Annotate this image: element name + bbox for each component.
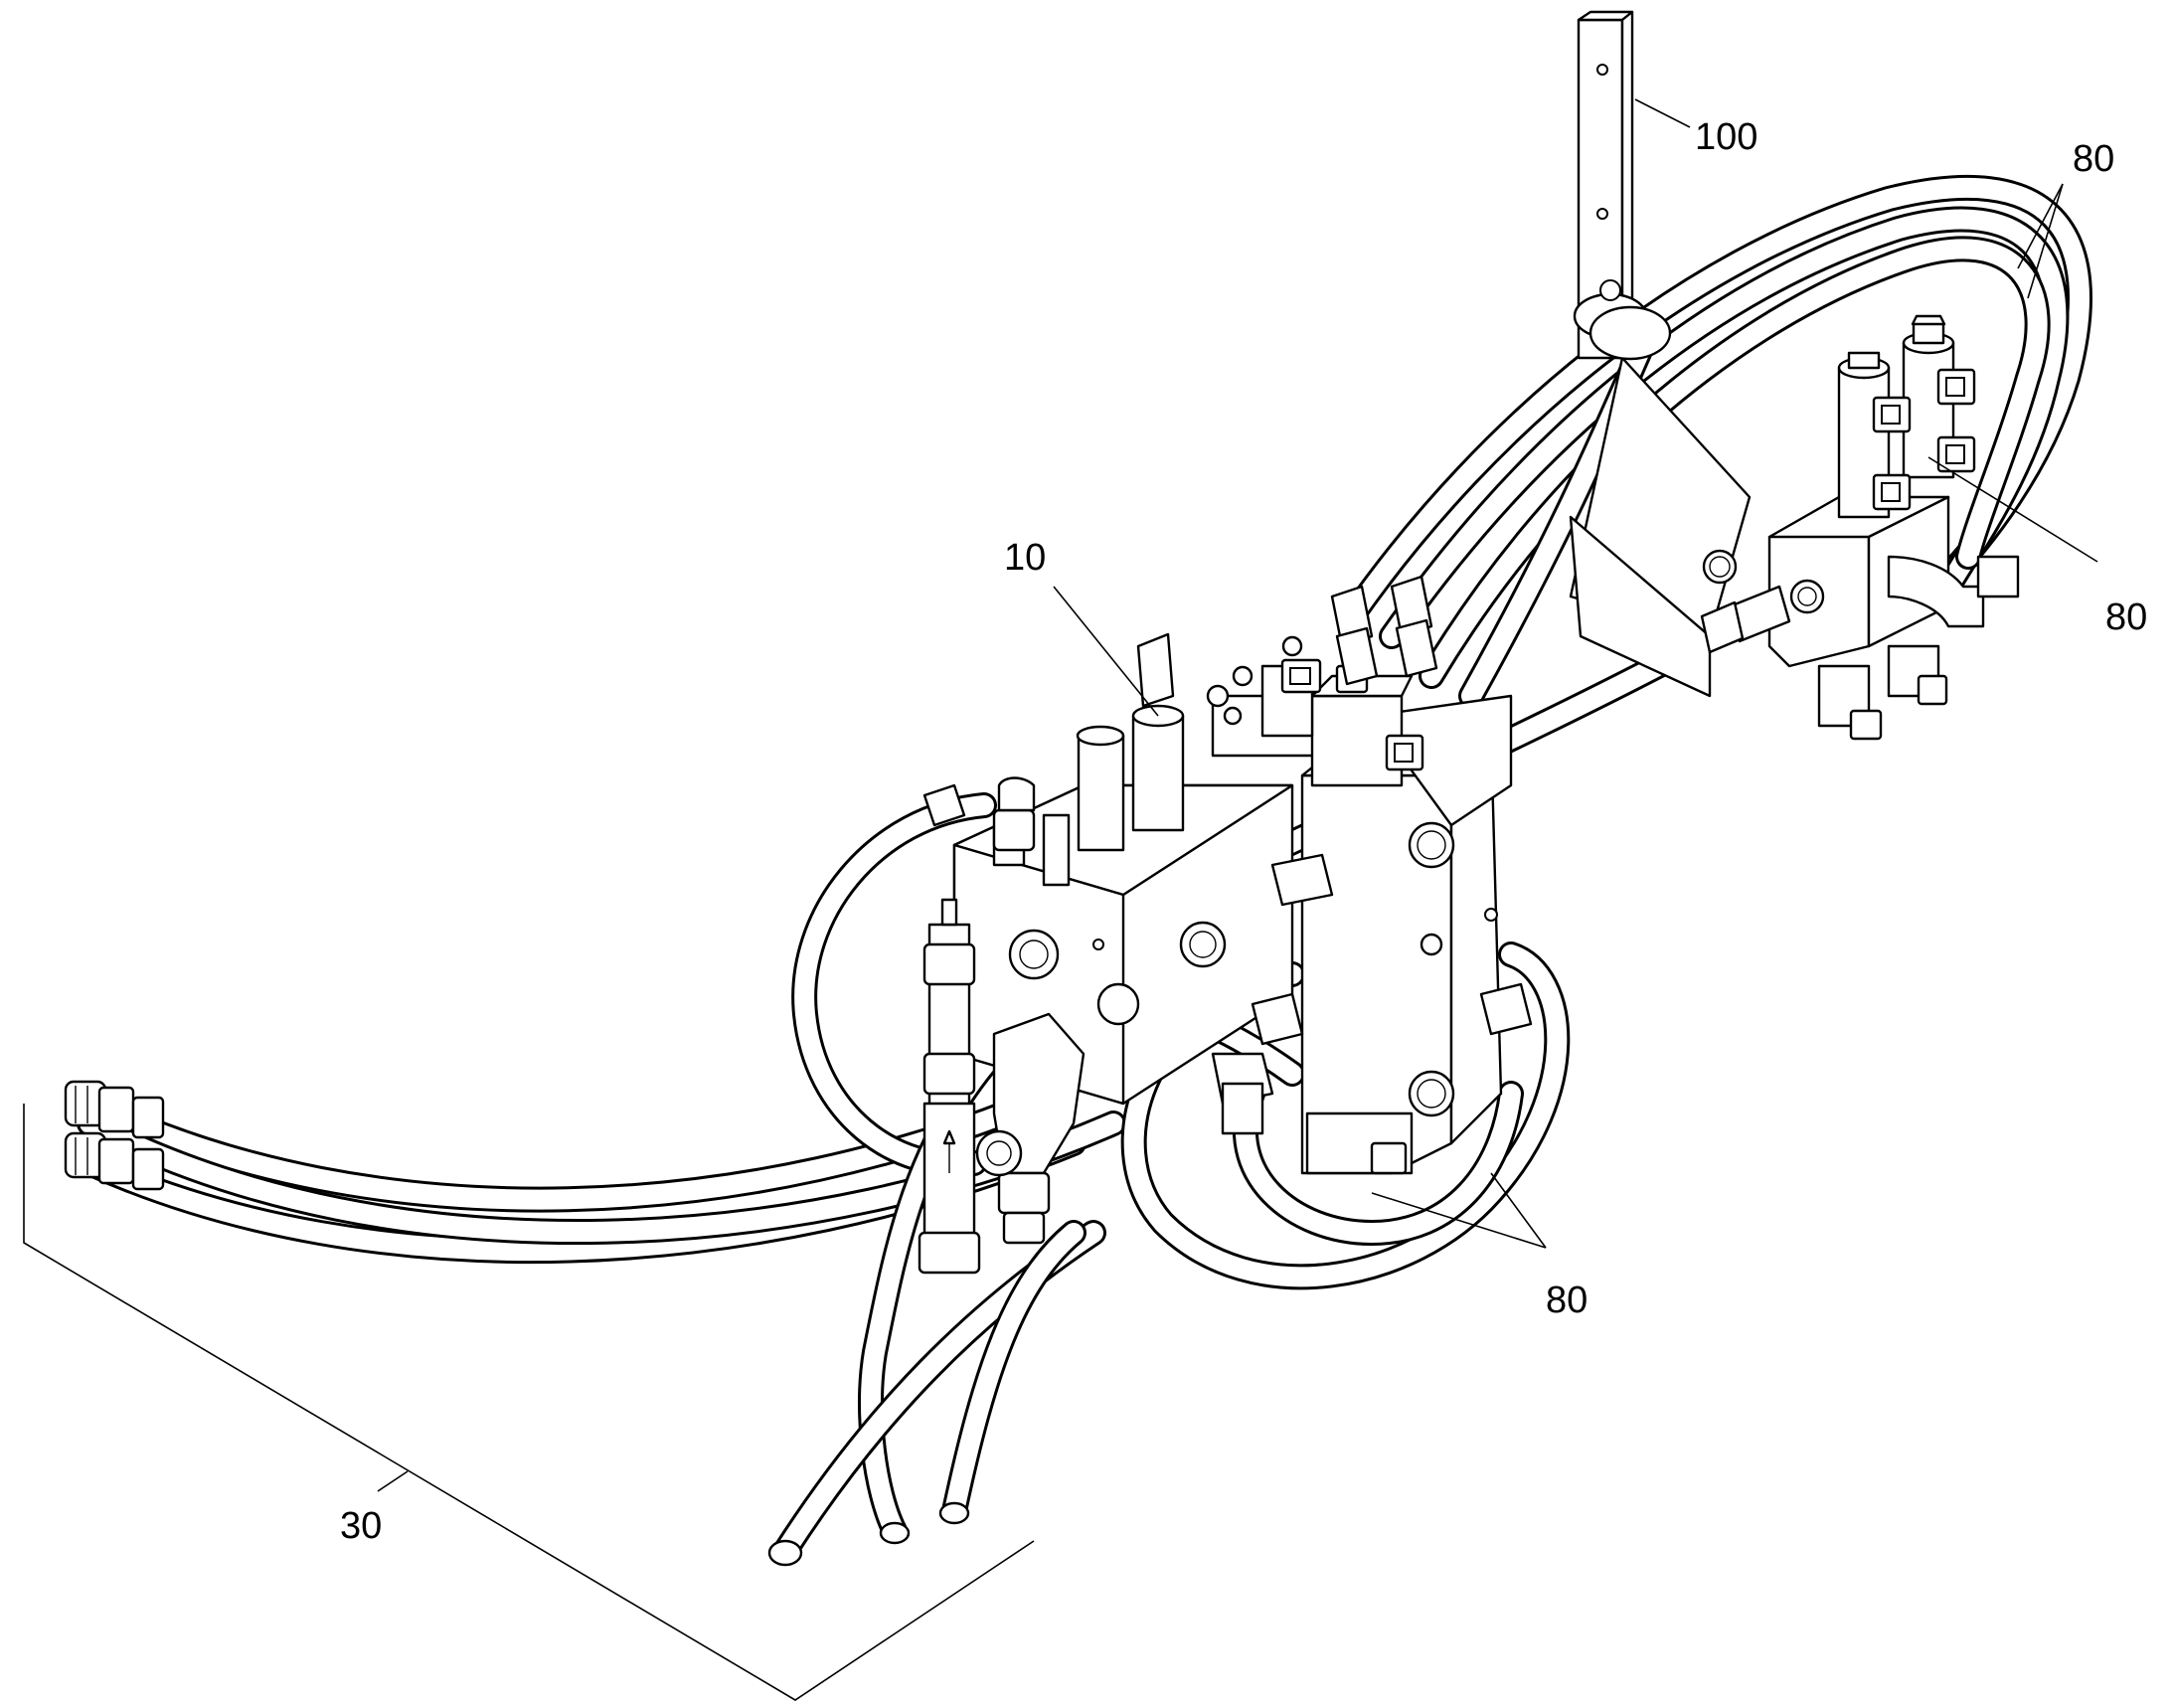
- upper-hose-fittings: [1330, 575, 1438, 686]
- hose-group-30: [77, 1081, 1126, 1265]
- group-30-bracket-line: [23, 1104, 1035, 1701]
- hose-end-fittings-30: [64, 1080, 165, 1191]
- hose-group-80-upper: [1339, 174, 2092, 709]
- hose-cut-ends: [767, 1501, 970, 1567]
- leader-lines: [1053, 98, 2098, 1249]
- bracket-100: [1569, 10, 1752, 698]
- callout-10: 10: [1004, 537, 1046, 579]
- callout-80-top: 80: [2073, 138, 2114, 180]
- callout-100: 100: [1695, 116, 1757, 158]
- callout-80-right: 80: [2105, 597, 2147, 638]
- valve-assembly-10: [952, 632, 1513, 1175]
- right-solenoid-manifold: [1767, 314, 2020, 741]
- hose-fitting-right: [1700, 585, 1791, 654]
- callout-30: 30: [340, 1505, 382, 1547]
- callout-80-bottom: 80: [1546, 1280, 1588, 1321]
- check-valve-and-fittings: [918, 776, 1533, 1275]
- callout-labels: 10 100 80 80 80 30: [340, 116, 2147, 1547]
